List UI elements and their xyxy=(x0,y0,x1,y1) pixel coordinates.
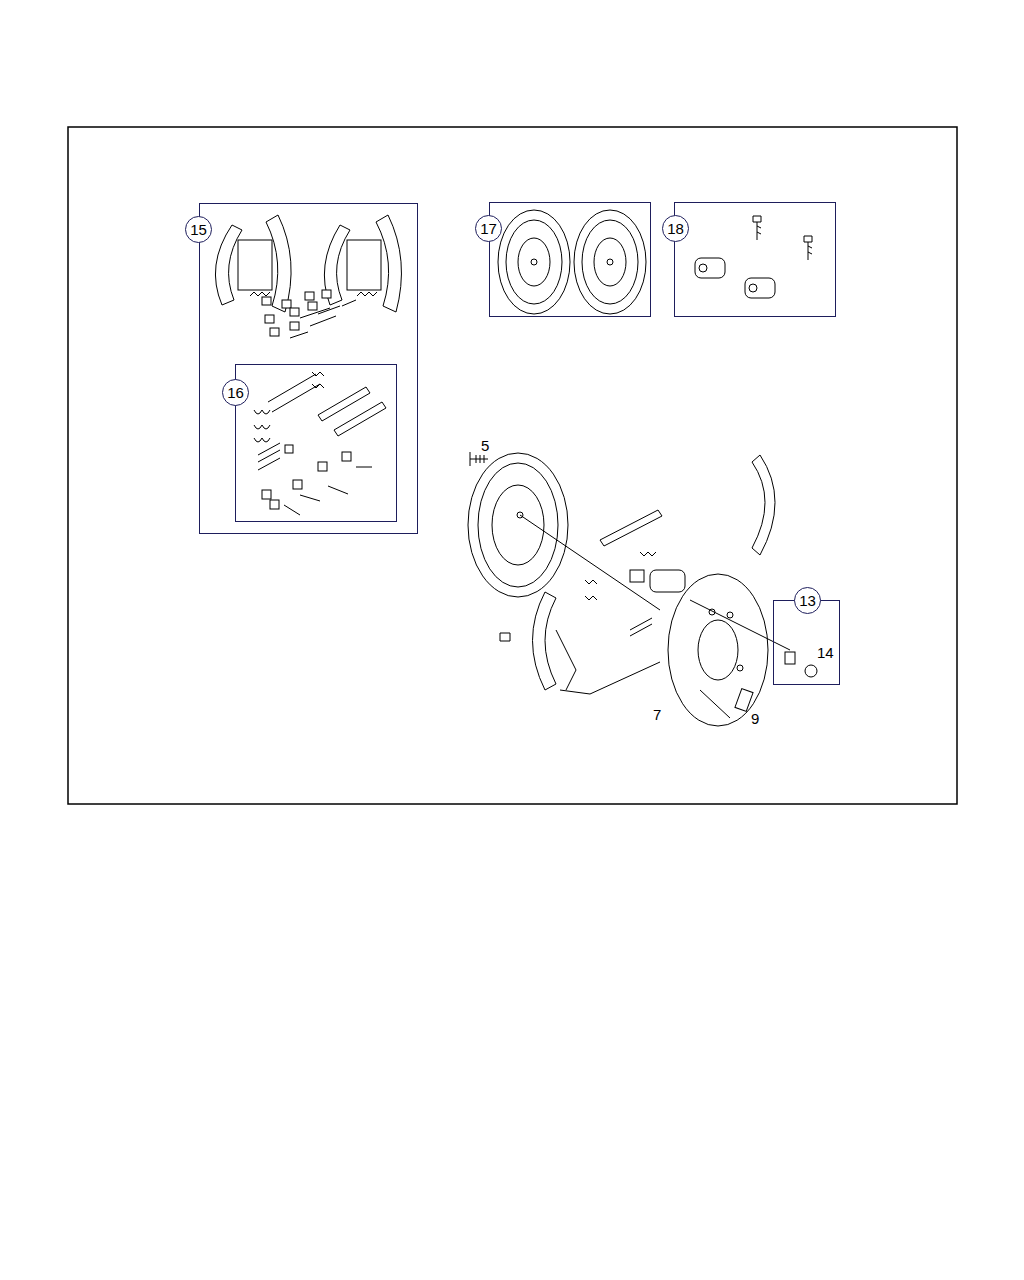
callout-number: 5 xyxy=(481,437,489,454)
callout-number: 17 xyxy=(475,215,502,242)
callout-number: 7 xyxy=(653,706,661,723)
callout-number: 16 xyxy=(222,379,249,406)
spring-kit xyxy=(254,372,386,515)
wheel-cylinder-pair xyxy=(695,216,812,298)
callout-number: 15 xyxy=(185,216,212,243)
part-group-box: 1314 xyxy=(773,600,840,685)
callout-number: 9 xyxy=(751,710,759,727)
exploded-brake-assembly xyxy=(468,452,817,726)
part-group-box: 18 xyxy=(674,202,836,317)
outer-frame xyxy=(68,127,957,804)
callout-number: 14 xyxy=(817,644,834,661)
part-group-box: 1516 xyxy=(199,203,418,534)
callout-number: 18 xyxy=(662,215,689,242)
callout-number: 13 xyxy=(794,587,821,614)
brake-shoe-set xyxy=(215,215,401,338)
part-group-box: 16 xyxy=(235,364,397,522)
part-group-box: 17 xyxy=(489,202,651,317)
brake-drum-pair xyxy=(498,210,646,314)
